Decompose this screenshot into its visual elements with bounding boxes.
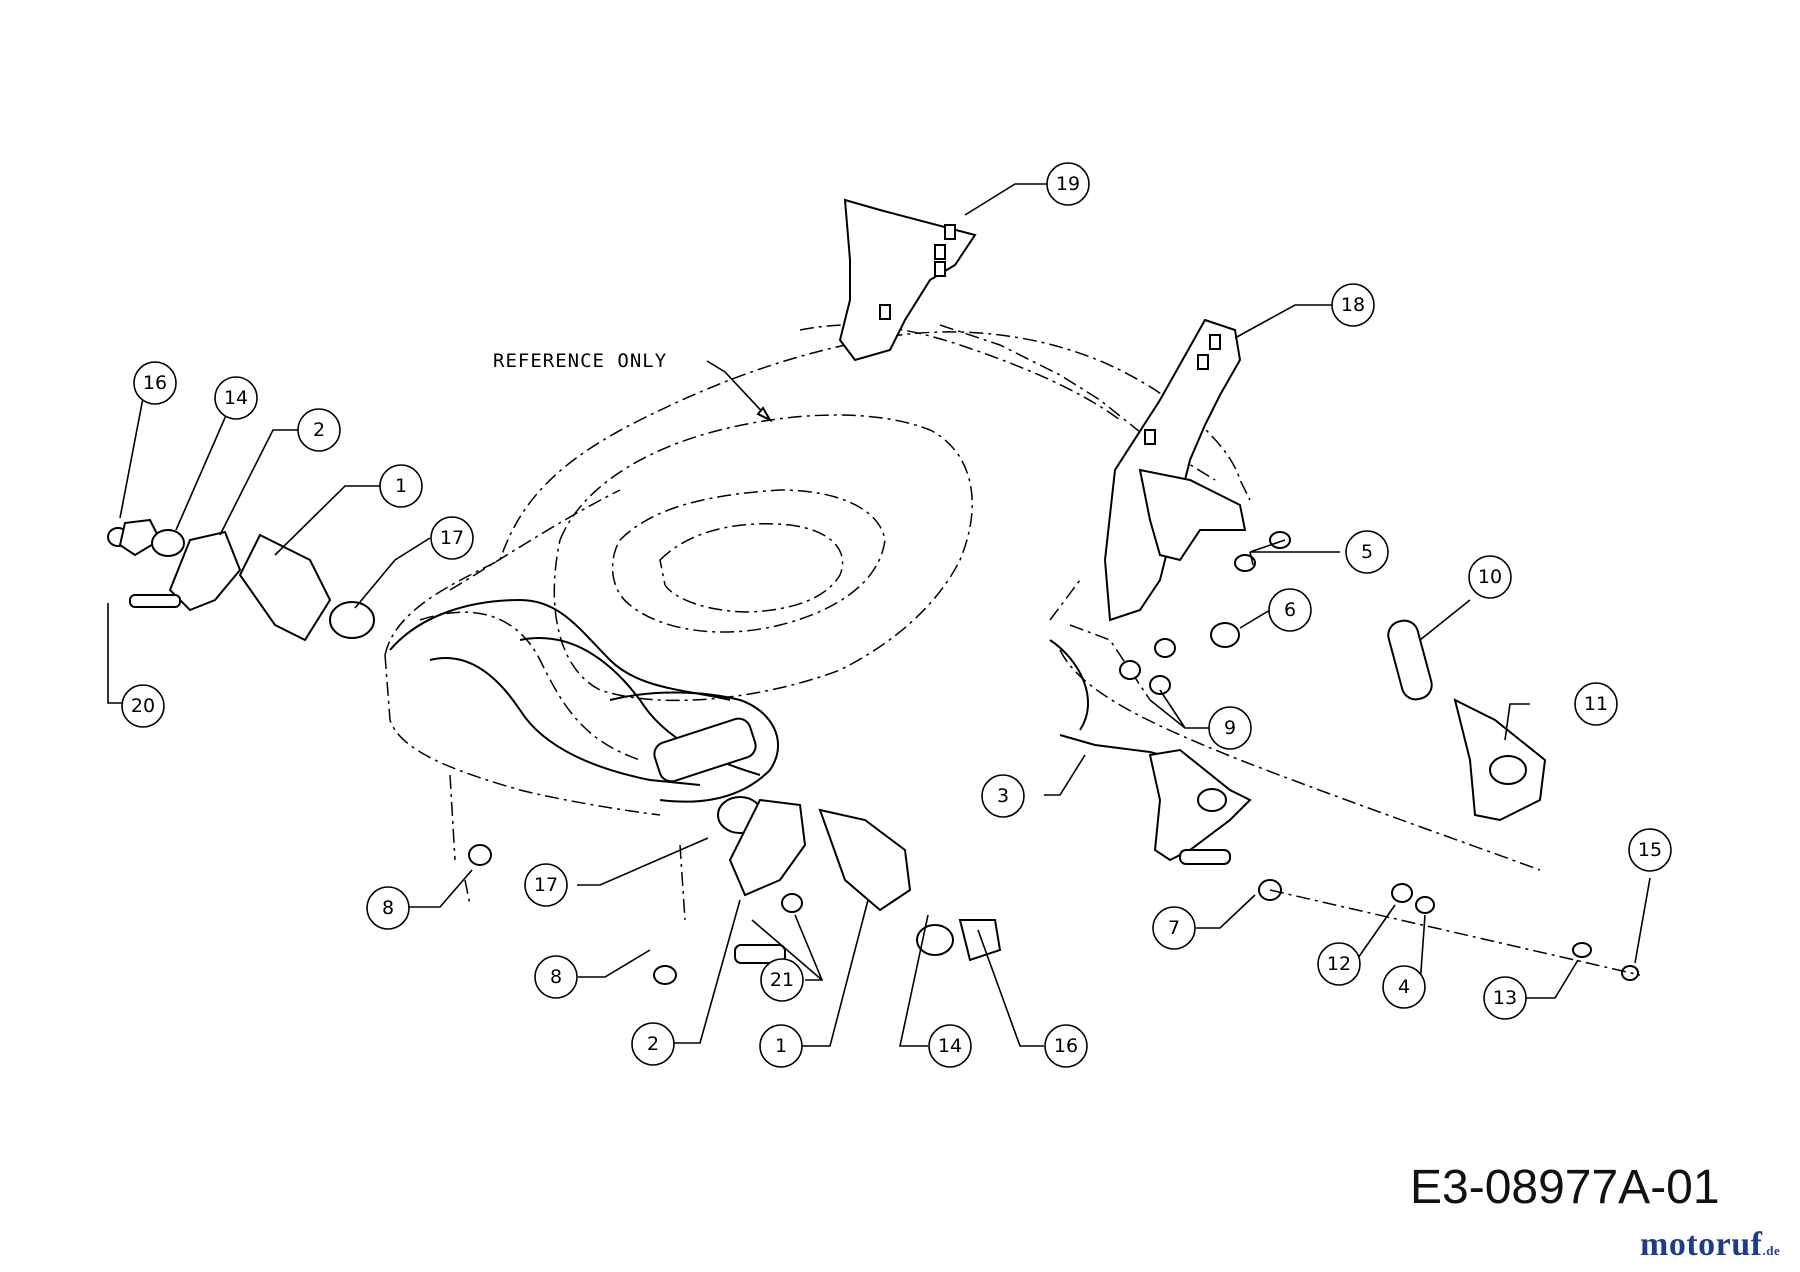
svg-text:14: 14: [938, 1035, 962, 1057]
callout-6: 6: [1268, 588, 1312, 632]
svg-text:9: 9: [1224, 717, 1236, 739]
callout-14: 14: [214, 376, 258, 420]
watermark-logo: motoruf.de: [1640, 1226, 1781, 1263]
svg-text:16: 16: [143, 372, 167, 394]
callout-18: 18: [1331, 283, 1375, 327]
svg-text:1: 1: [395, 475, 407, 497]
callout-16-front: 16: [1044, 1024, 1088, 1068]
hardware: [1119, 531, 1641, 981]
svg-text:19: 19: [1056, 173, 1080, 195]
callout-7: 7: [1152, 906, 1196, 950]
callout-11: 11: [1574, 682, 1618, 726]
svg-text:11: 11: [1584, 693, 1608, 715]
svg-text:17: 17: [440, 527, 464, 549]
svg-text:20: 20: [131, 695, 155, 717]
reference-leader: [706, 360, 771, 421]
callout-8-left: 8: [366, 886, 410, 930]
svg-text:5: 5: [1361, 541, 1373, 563]
svg-text:2: 2: [313, 419, 325, 441]
callout-1-front: 1: [759, 1024, 803, 1068]
svg-text:4: 4: [1398, 976, 1410, 998]
svg-text:18: 18: [1341, 294, 1365, 316]
deck-front-body: [389, 598, 1090, 803]
callout-17: 17: [430, 516, 474, 560]
svg-text:15: 15: [1638, 839, 1662, 861]
svg-text:1: 1: [775, 1035, 787, 1057]
callout-5: 5: [1345, 530, 1389, 574]
svg-text:12: 12: [1327, 953, 1351, 975]
callout-10: 10: [1468, 555, 1512, 599]
svg-text:17: 17: [534, 874, 558, 896]
front-axle-assembly: [468, 796, 1002, 985]
svg-text:21: 21: [770, 969, 794, 991]
callout-21: 21: [760, 958, 804, 1002]
svg-text:6: 6: [1284, 599, 1296, 621]
handle-bracket-upper-right: [1103, 318, 1247, 622]
callout-2: 2: [297, 408, 341, 452]
svg-text:3: 3: [997, 785, 1009, 807]
drawing-number: E3-08977A-01: [1410, 1161, 1720, 1214]
callout-13: 13: [1483, 976, 1527, 1020]
handle-bracket-upper-left: [838, 198, 977, 362]
svg-text:8: 8: [382, 897, 394, 919]
svg-text:8: 8: [550, 966, 562, 988]
callout-2-front: 2: [631, 1022, 675, 1066]
callout-3: 3: [981, 774, 1025, 818]
callout-1: 1: [379, 464, 423, 508]
height-adjust-lever: [1059, 734, 1252, 865]
svg-text:13: 13: [1493, 987, 1517, 1009]
svg-text:14: 14: [224, 387, 248, 409]
callout-12: 12: [1317, 942, 1361, 986]
callout-17-front: 17: [524, 863, 568, 907]
callout-4: 4: [1382, 965, 1426, 1009]
callout-16: 16: [133, 361, 177, 405]
callout-19: 19: [1046, 162, 1090, 206]
callout-20: 20: [121, 684, 165, 728]
svg-text:16: 16: [1054, 1035, 1078, 1057]
callout-15: 15: [1628, 828, 1672, 872]
svg-text:2: 2: [647, 1033, 659, 1055]
callout-8-front: 8: [534, 955, 578, 999]
reference-only-label: REFERENCE ONLY: [493, 350, 667, 372]
svg-text:10: 10: [1478, 566, 1502, 588]
callout-9: 9: [1208, 706, 1252, 750]
svg-text:7: 7: [1168, 917, 1180, 939]
callout-14-front: 14: [928, 1024, 972, 1068]
callout-leaders: [107, 183, 1651, 1047]
left-axle-assembly: [107, 518, 375, 642]
mower-deck-outline: [384, 324, 1541, 921]
